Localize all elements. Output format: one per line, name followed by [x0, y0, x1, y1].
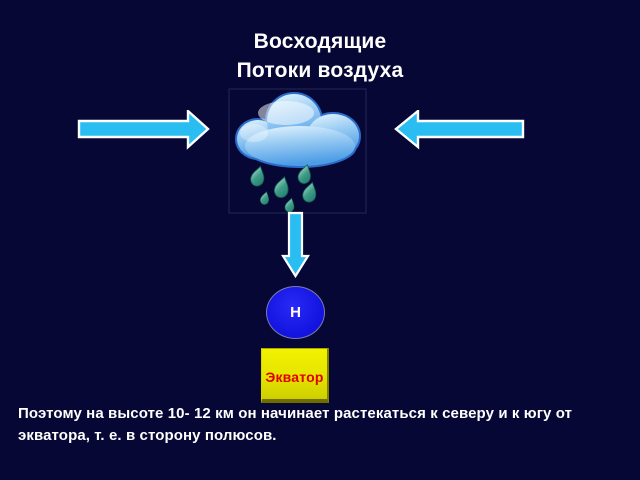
caption-text: Поэтому на высоте 10- 12 км он начинает …: [18, 405, 573, 444]
raindrops: [248, 162, 320, 214]
equator-label: Экватор: [265, 369, 324, 385]
low-pressure-marker: Н: [266, 286, 325, 339]
pressure-label: Н: [290, 304, 301, 321]
page-title: Восходящие Потоки воздуха: [0, 27, 640, 85]
arrow-down-icon: [281, 211, 310, 279]
arrow-right-icon: [77, 110, 210, 150]
arrow-left-icon: [394, 110, 525, 150]
equator-label-box: Экватор: [261, 348, 329, 403]
rain-cloud-icon: [228, 88, 367, 214]
title-line-1: Восходящие: [253, 30, 387, 53]
title-line-2: Потоки воздуха: [236, 59, 404, 82]
